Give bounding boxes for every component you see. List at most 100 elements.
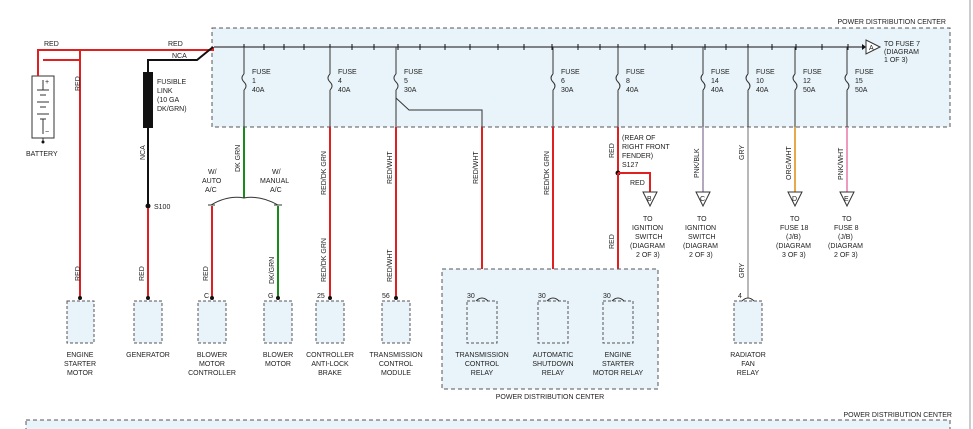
svg-text:FUSE 8: FUSE 8: [834, 225, 859, 232]
splice-s100-dot: [145, 203, 151, 209]
fuse-6-num: 6: [561, 78, 565, 85]
svg-text:STARTER: STARTER: [602, 361, 634, 368]
wire-red-label-3: RED: [75, 76, 82, 91]
fuse-5-amp: 30A: [404, 87, 417, 94]
svg-text:TO: TO: [697, 216, 707, 223]
fusible-link-icon: [143, 72, 153, 128]
svg-text:(DIAGRAM: (DIAGRAM: [776, 243, 811, 250]
splice-s100: S100: [154, 204, 170, 211]
wire-redwht-label-3: RED/WHT: [473, 151, 480, 184]
fuse-12: FUSE 12 50A: [792, 47, 822, 127]
battery-plus: +: [45, 79, 49, 86]
fuse-8-label: FUSE: [626, 69, 645, 76]
fuse-14-label: FUSE: [711, 69, 730, 76]
comp-engine-starter-motor: ENGINE STARTER MOTOR: [64, 300, 96, 377]
wire-red-label-5: RED: [139, 266, 146, 281]
svg-text:MOTOR: MOTOR: [199, 361, 225, 368]
s127-note-3: FENDER): [622, 153, 653, 160]
svg-text:MODULE: MODULE: [381, 370, 411, 377]
svg-text:2 OF 3): 2 OF 3): [834, 252, 858, 259]
svg-text:STARTER: STARTER: [64, 361, 96, 368]
comp-engine-starter-motor-relay: 30 ENGINE STARTER MOTOR RELAY: [593, 293, 644, 377]
wire-red-label-8: RED: [630, 180, 645, 187]
svg-text:BLOWER: BLOWER: [263, 352, 293, 359]
fuse-6-label: FUSE: [561, 69, 580, 76]
svg-text:ANTI-LOCK: ANTI-LOCK: [311, 361, 349, 368]
svg-text:CONTROLLER: CONTROLLER: [188, 370, 236, 377]
fuse-12-label: FUSE: [803, 69, 822, 76]
svg-text:TO: TO: [790, 216, 800, 223]
fusible-link-1: FUSIBLE: [157, 79, 187, 86]
svg-text:D: D: [792, 196, 797, 203]
s127-note-2: RIGHT FRONT: [622, 144, 670, 151]
fuse-1-label: FUSE: [252, 69, 271, 76]
comp-blower-motor: G BLOWER MOTOR: [263, 293, 293, 368]
svg-text:(J/B): (J/B): [786, 234, 801, 241]
fuse-8-num: 8: [626, 78, 630, 85]
svg-text:ENGINE: ENGINE: [605, 352, 632, 359]
opt-manual-3: A/C: [270, 187, 282, 194]
splice-s127: S127: [622, 162, 638, 169]
fuse-15-num: 15: [855, 78, 863, 85]
svg-text:AUTOMATIC: AUTOMATIC: [533, 352, 574, 359]
comp-automatic-shutdown-relay: 30 AUTOMATIC SHUTDOWN RELAY: [532, 293, 573, 377]
fuse-1-amp: 40A: [252, 87, 265, 94]
svg-text:SHUTDOWN: SHUTDOWN: [532, 361, 573, 368]
wire-red-label-4: RED: [75, 266, 82, 281]
battery-cells-icon: [37, 80, 49, 134]
svg-text:2 OF 3): 2 OF 3): [636, 252, 660, 259]
wire-red-label-9: RED: [609, 234, 616, 249]
svg-text:(DIAGRAM: (DIAGRAM: [630, 243, 665, 250]
svg-text:(DIAGRAM: (DIAGRAM: [683, 243, 718, 250]
fuse-14-num: 14: [711, 78, 719, 85]
fuse-10: FUSE 10 40A: [745, 47, 775, 127]
fuse-12-amp: 50A: [803, 87, 816, 94]
svg-text:30: 30: [467, 293, 475, 300]
svg-text:4: 4: [738, 293, 742, 300]
svg-text:MOTOR: MOTOR: [67, 370, 93, 377]
svg-text:IGNITION: IGNITION: [632, 225, 663, 232]
fuse-15-amp: 50A: [855, 87, 868, 94]
comp-transmission-control-module: 56 TRANSMISSION CONTROL MODULE: [369, 293, 422, 377]
fuse-4-amp: 40A: [338, 87, 351, 94]
wire-nca-label-1: NCA: [172, 53, 187, 60]
wire-nca-label-2: NCA: [140, 145, 147, 160]
fuse-4-label: FUSE: [338, 69, 357, 76]
fuse-14-amp: 40A: [711, 87, 724, 94]
svg-text:RELAY: RELAY: [471, 370, 494, 377]
wire-dkgrn-slash-label: DK/GRN: [269, 257, 276, 284]
opt-auto-2: AUTO: [202, 178, 222, 185]
svg-text:BRAKE: BRAKE: [318, 370, 342, 377]
svg-text:30: 30: [538, 293, 546, 300]
svg-text:CONTROL: CONTROL: [379, 361, 413, 368]
fuse-5-label: FUSE: [404, 69, 423, 76]
svg-text:C: C: [700, 196, 705, 203]
wire-redwht-label-2: RED/WHT: [387, 249, 394, 282]
connector-a-text-1: TO FUSE 7: [884, 41, 920, 48]
svg-text:C: C: [204, 293, 209, 300]
comp-transmission-control-relay: 30 TRANSMISSION CONTROL RELAY: [455, 293, 508, 377]
svg-text:E: E: [844, 196, 849, 203]
fuse-10-label: FUSE: [756, 69, 775, 76]
fuse-10-num: 10: [756, 78, 764, 85]
wire-dkgrn-label: DK GRN: [235, 145, 242, 172]
comp-radiator-fan-relay: 4 RADIATOR FAN RELAY: [730, 293, 766, 377]
connector-d: D TO FUSE 18 (J/B) (DIAGRAM 3 OF 3): [776, 191, 811, 259]
fuse-5-num: 5: [404, 78, 408, 85]
connector-a-text-3: 1 OF 3): [884, 57, 908, 64]
svg-text:IGNITION: IGNITION: [685, 225, 716, 232]
opt-manual-1: W/: [272, 169, 281, 176]
svg-text:TRANSMISSION: TRANSMISSION: [369, 352, 422, 359]
wire-nca: [147, 46, 214, 72]
fuse-6: FUSE 6 30A: [550, 47, 580, 127]
svg-text:ENGINE: ENGINE: [67, 352, 94, 359]
pdc-label-top: POWER DISTRIBUTION CENTER: [837, 19, 946, 26]
svg-text:(DIAGRAM: (DIAGRAM: [828, 243, 863, 250]
svg-text:TRANSMISSION: TRANSMISSION: [455, 352, 508, 359]
connector-b: B TO IGNITION SWITCH (DIAGRAM 2 OF 3): [630, 191, 665, 259]
wire-gry-label-1: GRY: [739, 145, 746, 160]
fusible-link-4: DK/GRN): [157, 106, 187, 113]
fuse-8-amp: 40A: [626, 87, 639, 94]
